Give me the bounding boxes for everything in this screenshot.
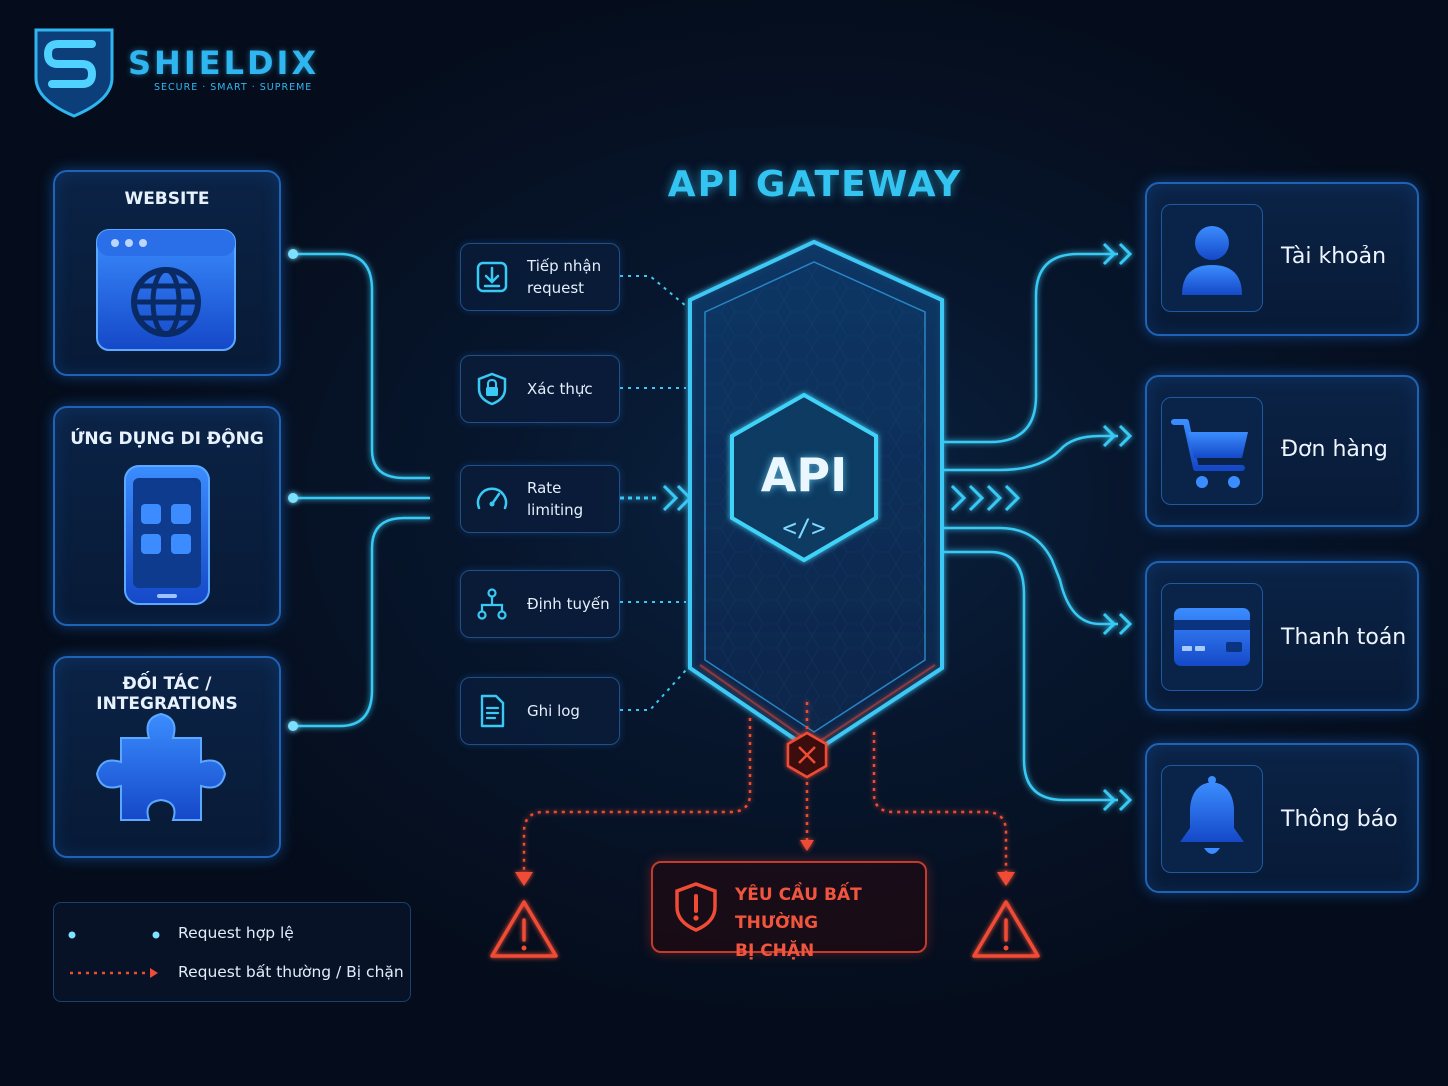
service-icon-frame [1161, 583, 1263, 691]
blocked-request-box: YÊU CẦU BẤT THƯỜNG BỊ CHẶN [651, 861, 927, 961]
diagram-title: API GATEWAY [667, 164, 963, 205]
legend-blocked-line [70, 968, 158, 978]
connector-dot [288, 493, 298, 503]
step-label: Xác thực [527, 380, 593, 398]
step-rate-limiting: Rate limiting [460, 465, 620, 533]
connector-dot [288, 249, 298, 259]
blocked-request-label: YÊU CẦU BẤT THƯỜNG BỊ CHẶN [735, 885, 862, 961]
gateway-badge: API [760, 448, 848, 502]
step-label: Định tuyến [527, 595, 610, 613]
service-arrows [1102, 242, 1133, 812]
service-icon-frame [1161, 397, 1263, 505]
source-card-mobile: ỨNG DỤNG DI ĐỘNG [53, 406, 281, 626]
document-icon [480, 694, 505, 728]
legend: Request hợp lệ Request bất thường / Bị c… [53, 902, 411, 1002]
blocked-flows [522, 702, 1008, 874]
step-authentication: Xác thực [460, 355, 620, 423]
service-label: Thanh toán [1281, 625, 1407, 650]
blocked-arrowhead [515, 872, 533, 886]
routing-icon [477, 588, 507, 620]
service-icon-frame [1161, 204, 1263, 312]
speedometer-icon [476, 487, 508, 510]
step-receive-request: Tiếp nhận request [460, 243, 620, 311]
step-logging: Ghi log [460, 677, 620, 745]
connector-dot [288, 721, 298, 731]
brand-tagline: SECURE · SMART · SUPREME [154, 82, 313, 93]
warning-icon [490, 900, 558, 958]
service-label: Tài khoản [1281, 244, 1387, 269]
legend-swatches [68, 931, 160, 978]
source-card-label: WEBSITE [124, 189, 210, 209]
legend-label-blocked: Request bất thường / Bị chặn [178, 963, 404, 981]
warning-icon-dot [521, 945, 527, 951]
step-label: Ghi log [527, 702, 580, 720]
browser-globe-icon [96, 229, 236, 351]
warning-icon-dot [1003, 945, 1009, 951]
source-card-label: ỨNG DỤNG DI ĐỘNG [70, 429, 264, 449]
source-card-website: WEBSITE [53, 170, 281, 376]
service-card-payment: Thanh toán [1145, 561, 1419, 711]
blocked-arrowhead [800, 840, 814, 851]
puzzle-icon [95, 712, 227, 821]
brand-name: SHIELDIX [128, 44, 320, 82]
outflow-chevrons [950, 484, 1021, 512]
service-card-account: Tài khoản [1145, 182, 1419, 336]
step-links [620, 275, 687, 711]
blocked-arrowhead [997, 872, 1015, 886]
service-connectors [944, 252, 1118, 802]
download-icon [476, 261, 508, 293]
service-icon-frame [1161, 765, 1263, 873]
warning-shield-icon [675, 882, 717, 932]
step-label: Rate limiting [527, 479, 584, 519]
code-icon-label: </> [782, 514, 826, 542]
shield-lock-icon [477, 372, 507, 406]
mobile-app-icon [124, 465, 210, 605]
gateway-shield [688, 239, 944, 755]
warning-icon [972, 900, 1040, 958]
service-label: Thông báo [1281, 807, 1398, 832]
block-x-icon [786, 731, 828, 779]
source-connectors [293, 252, 430, 728]
service-card-notifications: Thông báo [1145, 743, 1419, 893]
cart-icon [1171, 419, 1248, 488]
step-label: Tiếp nhận request [527, 257, 602, 297]
legend-valid-line [68, 931, 160, 939]
source-card-label: ĐỐI TÁC / INTEGRATIONS [96, 674, 238, 714]
service-card-orders: Đơn hàng [1145, 375, 1419, 527]
source-card-integrations: ĐỐI TÁC / INTEGRATIONS [53, 656, 281, 858]
step-routing: Định tuyến [460, 570, 620, 638]
credit-card-icon [1174, 608, 1250, 666]
service-label: Đơn hàng [1281, 437, 1388, 462]
legend-label-valid: Request hợp lệ [178, 924, 294, 942]
user-icon [1182, 226, 1242, 295]
bell-icon [1180, 776, 1244, 854]
logo-mark-icon [34, 28, 114, 118]
